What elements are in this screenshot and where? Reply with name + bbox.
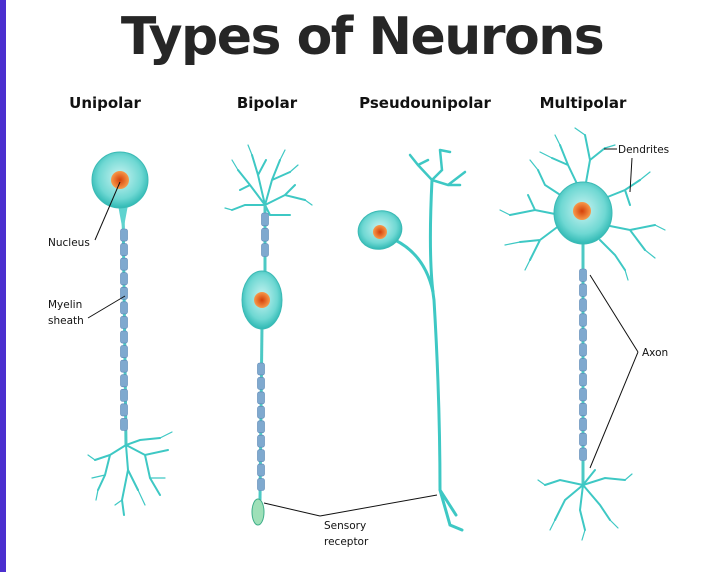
multipolar-nucleus: [573, 202, 591, 220]
unipolar-myelin-segment: [120, 316, 128, 329]
bipolar-lower-myelin-segment: [257, 420, 265, 434]
multipolar-myelin-segment: [579, 313, 587, 327]
multipolar-myelin-segment: [579, 358, 587, 372]
page-title: Types of Neurons: [121, 7, 603, 67]
bipolar-upper-myelin-segment: [261, 243, 269, 257]
multipolar-neuron: [499, 127, 666, 541]
multipolar-myelin-segment: [579, 298, 587, 312]
bipolar-lower-myelin-segment: [257, 362, 265, 376]
heading-unipolar: Unipolar: [69, 94, 141, 112]
bipolar-lower-myelin-segment: [257, 406, 265, 419]
multipolar-myelin-segment: [579, 432, 587, 446]
label-sensory-line2: receptor: [324, 536, 369, 548]
bipolar-lower-myelin-segment: [257, 449, 265, 462]
heading-bipolar: Bipolar: [237, 94, 298, 112]
multipolar-myelin-segment: [579, 328, 587, 342]
multipolar-myelin-segment: [579, 268, 587, 282]
multipolar-myelin-segment: [579, 417, 587, 431]
unipolar-myelin-segment: [120, 301, 128, 315]
heading-multipolar: Multipolar: [540, 94, 627, 112]
bipolar-nucleus: [254, 292, 270, 308]
unipolar-myelin-segment: [120, 359, 128, 373]
unipolar-myelin-segment: [120, 272, 128, 286]
unipolar-nucleus: [111, 171, 129, 189]
multipolar-myelin-segment: [579, 343, 587, 357]
unipolar-myelin-segment: [120, 228, 128, 242]
unipolar-myelin-segment: [120, 403, 128, 417]
bipolar-lower-myelin-segment: [257, 463, 265, 477]
multipolar-myelin-segment: [579, 388, 587, 402]
label-myelin-line1: Myelin: [48, 299, 82, 311]
bipolar-lower-myelin-segment: [257, 377, 265, 390]
bipolar-upper-myelin-segment: [261, 228, 269, 242]
bipolar-upper-myelin-segment: [261, 212, 269, 227]
label-myelin-line2: sheath: [48, 315, 84, 327]
unipolar-terminal-branches: [87, 431, 173, 516]
bipolar-sensory-receptor: [251, 498, 265, 526]
unipolar-myelin-segment: [120, 388, 128, 402]
bipolar-lower-myelin-segment: [257, 478, 265, 491]
bipolar-neuron: [224, 144, 313, 526]
multipolar-myelin-segment: [579, 447, 587, 461]
multipolar-myelin-segment: [579, 283, 587, 297]
unipolar-neuron: [87, 151, 173, 516]
unipolar-myelin-segment: [120, 286, 128, 300]
multipolar-myelin-segment: [579, 403, 587, 417]
unipolar-myelin-segment: [120, 257, 128, 271]
label-sensory-line1: Sensory: [324, 520, 366, 532]
pseudounipolar-neuron: [357, 148, 467, 532]
unipolar-myelin-segment: [120, 418, 128, 431]
multipolar-myelin-segment: [579, 373, 587, 387]
bipolar-lower-myelin-segment: [257, 434, 265, 448]
unipolar-myelin-segment: [120, 345, 128, 358]
label-axon: Axon: [642, 347, 668, 359]
left-accent-bar: [0, 0, 6, 572]
pseudounipolar-nucleus: [373, 225, 387, 239]
label-nucleus: Nucleus: [48, 237, 90, 249]
bipolar-lower-myelin-segment: [257, 391, 265, 405]
unipolar-myelin-segment: [120, 374, 128, 388]
heading-pseudounipolar: Pseudounipolar: [359, 94, 491, 112]
unipolar-myelin-segment: [120, 330, 128, 344]
unipolar-myelin-segment: [120, 243, 128, 256]
label-dendrites: Dendrites: [618, 144, 669, 156]
